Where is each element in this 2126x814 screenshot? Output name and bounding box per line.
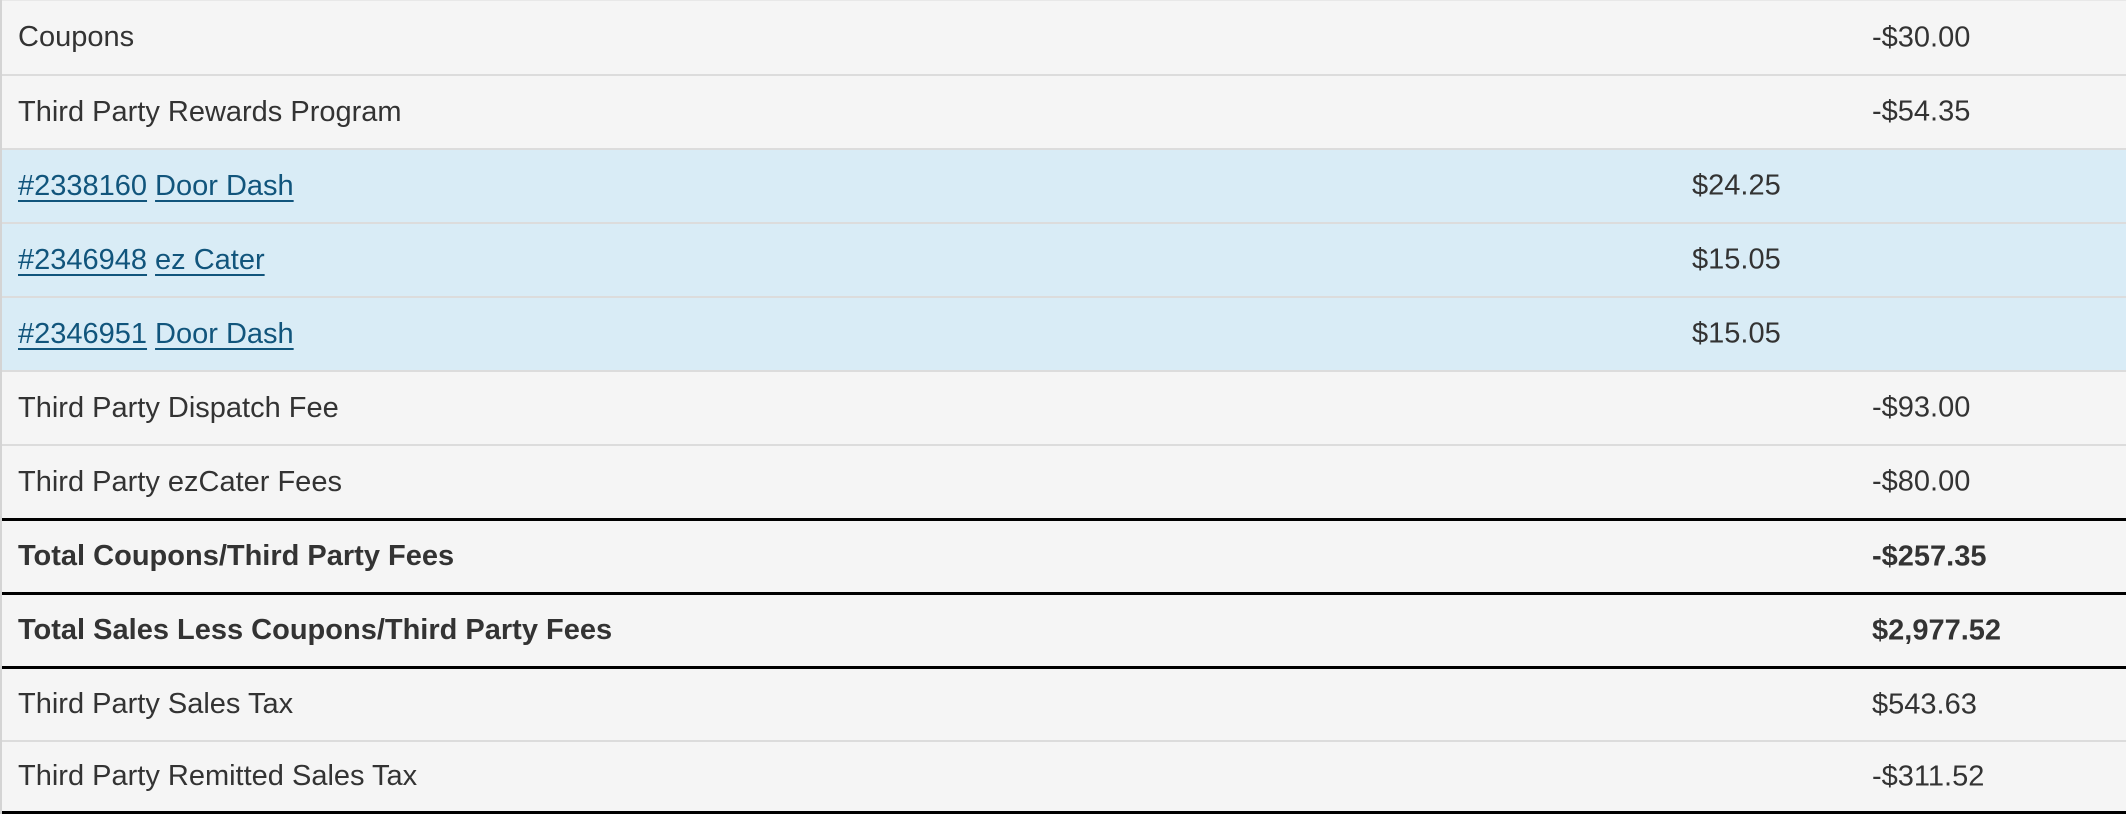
row-label-cell: Third Party Remitted Sales Tax: [18, 760, 417, 793]
table-row-category: Third Party Sales Tax $543.63: [2, 666, 2126, 740]
row-label-cell: Third Party Sales Tax: [18, 688, 293, 721]
row-amount: -$30.00: [1872, 21, 1971, 53]
table-row-category: Third Party Dispatch Fee -$93.00: [2, 370, 2126, 444]
row-label-cell: Third Party Dispatch Fee: [18, 392, 339, 425]
table-row-total: Total Coupons/Third Party Fees -$257.35: [2, 518, 2126, 592]
order-number-link[interactable]: #2346948: [18, 243, 148, 276]
row-label: Third Party Remitted Sales Tax: [18, 760, 418, 792]
row-label-cell: Third Party Rewards Program: [18, 96, 402, 129]
table-row-category: Coupons -$30.00: [2, 0, 2126, 74]
row-amount: -$54.35: [1872, 95, 1971, 128]
row-amount: $15.05: [1692, 317, 1781, 350]
row-label: Third Party Dispatch Fee: [18, 391, 339, 424]
vendor-link[interactable]: Door Dash: [155, 317, 294, 350]
row-label: Third Party ezCater Fees: [18, 465, 342, 498]
row-label-cell: Coupons: [18, 21, 134, 54]
row-label-cell: Third Party ezCater Fees: [18, 466, 342, 499]
row-amount: $24.25: [1692, 169, 1781, 202]
row-amount: $15.05: [1692, 243, 1781, 276]
vendor-link[interactable]: ez Cater: [155, 243, 265, 276]
row-amount: $2,977.52: [1872, 614, 2002, 646]
row-label: Third Party Sales Tax: [18, 688, 294, 720]
row-label: Total Coupons/Third Party Fees: [18, 540, 455, 572]
row-amount: $543.63: [1872, 688, 1977, 720]
table-row-category: Third Party Rewards Program -$54.35: [2, 74, 2126, 148]
order-number-link[interactable]: #2346951: [18, 317, 148, 350]
table-row-category: Third Party ezCater Fees -$80.00: [2, 444, 2126, 518]
row-amount: -$257.35: [1872, 540, 1987, 572]
row-amount: -$80.00: [1872, 465, 1971, 498]
row-amount: -$93.00: [1872, 391, 1971, 424]
row-label-cell: Total Sales Less Coupons/Third Party Fee…: [18, 614, 612, 647]
row-amount: -$311.52: [1872, 760, 1985, 792]
table-row-total: Total Sales Less Coupons/Third Party Fee…: [2, 592, 2126, 666]
row-label: Coupons: [18, 21, 135, 53]
table-row-category: Third Party Remitted Sales Tax -$311.52: [2, 740, 2126, 814]
row-label-cell: Total Coupons/Third Party Fees: [18, 540, 454, 573]
order-number-link[interactable]: #2338160: [18, 169, 148, 202]
row-label: Total Sales Less Coupons/Third Party Fee…: [18, 614, 613, 646]
row-label: Third Party Rewards Program: [18, 95, 402, 128]
vendor-link[interactable]: Door Dash: [155, 169, 294, 202]
